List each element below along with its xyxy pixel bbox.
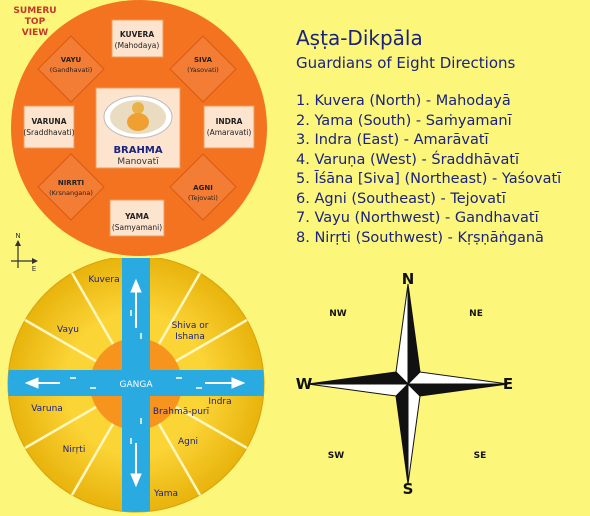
sector-varuna: Varuna: [31, 404, 63, 414]
guardian-list-item: 1. Kuvera (North) - Mahodayā: [296, 93, 511, 109]
svg-text:YAMA: YAMA: [124, 212, 149, 221]
svg-text:(Gandhavati): (Gandhavati): [50, 66, 93, 74]
svg-text:(Amaravati): (Amaravati): [207, 128, 252, 137]
guardian-list-item: 3. Indra (East) - Amarāvatī: [296, 132, 489, 148]
sumeru-top-view-diagram: BRAHMA Manovatī KUVERA (Mahodaya) YAMA (…: [11, 0, 267, 256]
axis-east-label: E: [32, 265, 36, 273]
guardian-list-item: 8. Nirṛti (Southwest) - Kṛṣṇāṅganā: [296, 229, 544, 246]
compass-east-label: E: [503, 375, 513, 393]
compass-west-label: W: [296, 375, 313, 393]
svg-text:SIVA: SIVA: [194, 56, 213, 64]
top-view-label: SUMERU TOP VIEW: [13, 6, 57, 38]
sector-agni: Agni: [178, 437, 198, 447]
axis-north-label: N: [15, 232, 20, 240]
compass-ne-label: NE: [469, 309, 483, 319]
svg-text:INDRA: INDRA: [216, 117, 243, 126]
sector-shiva-line1: Shiva or: [172, 321, 209, 331]
vayu-diamond: VAYU (Gandhavati): [37, 35, 105, 103]
page-subtitle: Guardians of Eight Directions: [296, 54, 516, 72]
ganga-label: GANGA: [120, 380, 154, 390]
nirrti-diamond: NIRRTI (Krsnangana): [37, 153, 105, 221]
guardian-list: 1. Kuvera (North) - Mahodayā 2. Yama (So…: [296, 92, 561, 248]
svg-text:(Samyamani): (Samyamani): [112, 223, 162, 232]
guardian-list-item: 2. Yama (South) - Saṁyamanī: [296, 112, 512, 129]
svg-text:(Yasovati): (Yasovati): [187, 66, 219, 74]
guardian-list-item: 4. Varuṇa (West) - Śraddhāvatī: [296, 151, 520, 168]
svg-text:VAYU: VAYU: [61, 56, 82, 64]
compass-se-label: SE: [474, 451, 487, 461]
svg-text:VARUNA: VARUNA: [31, 117, 66, 126]
sector-nirrti: Nirṛti: [63, 445, 86, 455]
svg-text:AGNI: AGNI: [193, 184, 213, 192]
indra-box: INDRA (Amaravati): [203, 105, 255, 149]
axis-indicator: N E: [11, 232, 38, 273]
guardian-list-item: 6. Agni (Southeast) - Tejovatī: [296, 190, 506, 207]
compass-south-label: S: [403, 480, 414, 498]
brahma-name: BRAHMA: [113, 145, 162, 156]
svg-text:KUVERA: KUVERA: [120, 30, 154, 39]
sector-brahmapuri: Brahmā-purī: [153, 407, 210, 417]
brahma-figure-icon: [132, 102, 144, 114]
brahma-city: Manovatī: [117, 157, 159, 167]
compass-north-label: N: [402, 270, 415, 288]
varuna-box: VARUNA (Sraddhavati): [23, 105, 75, 149]
page-title: Aṣṭa-Dikpāla: [296, 26, 423, 50]
guardian-list-item: 5. Īśāna [Siva] (Northeast) - Yaśovatī: [296, 171, 562, 187]
agni-diamond: AGNI (Tejovati): [169, 153, 237, 221]
compass-rose-icon: N S E W NE NW SE SW: [296, 270, 513, 498]
yama-box: YAMA (Samyamani): [109, 199, 165, 237]
compass-nw-label: NW: [329, 309, 347, 319]
sector-indra: Indra: [208, 397, 231, 407]
sector-vayu: Vayu: [57, 325, 79, 335]
flow-arrows: [24, 278, 246, 488]
svg-text:(Tejovati): (Tejovati): [188, 194, 218, 202]
svg-text:NIRRTI: NIRRTI: [58, 179, 84, 187]
guardian-list-item: 7. Vayu (Northwest) - Gandhavatī: [296, 210, 539, 226]
svg-text:(Krsnangana): (Krsnangana): [49, 189, 93, 197]
siva-diamond: SIVA (Yasovati): [169, 35, 237, 103]
sector-kuvera: Kuvera: [88, 275, 119, 285]
svg-text:(Mahodaya): (Mahodaya): [115, 41, 160, 50]
sumeru-layout-diagram: GANGA Kuvera Shiva or Ishana Vayu Indra …: [7, 258, 265, 513]
kuvera-box: KUVERA (Mahodaya): [111, 19, 164, 58]
compass-sw-label: SW: [328, 451, 344, 461]
compass-cardinal-points: [307, 283, 509, 485]
sector-yama: Yama: [153, 489, 178, 499]
sector-shiva-line2: Ishana: [175, 332, 205, 342]
center-brahma-box: BRAHMA Manovatī: [95, 87, 181, 169]
svg-text:(Sraddhavati): (Sraddhavati): [23, 128, 74, 137]
